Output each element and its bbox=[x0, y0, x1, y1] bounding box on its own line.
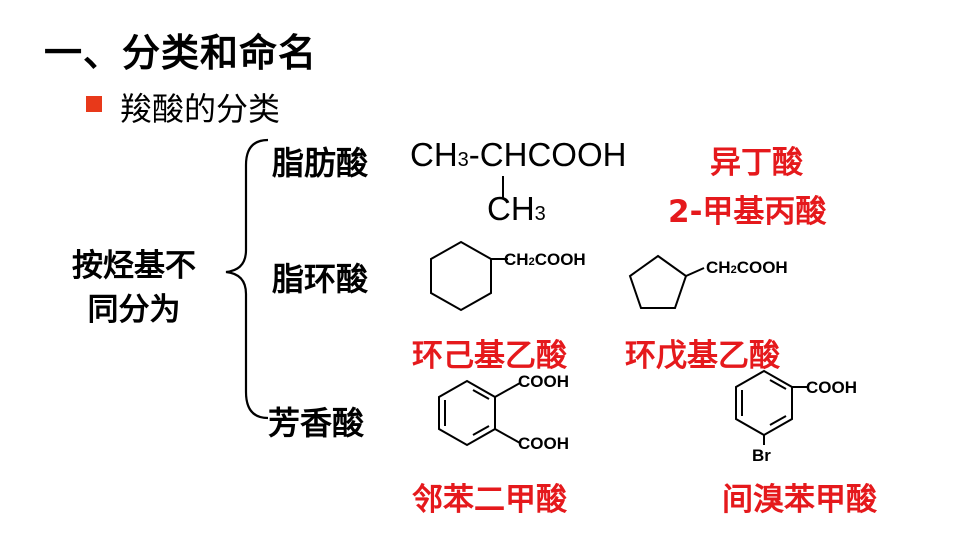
phthalic-bond-top bbox=[494, 382, 521, 398]
phthalic-cooh-bottom: COOH bbox=[518, 434, 569, 453]
name-isobutyric-system: 2-甲基丙酸 bbox=[668, 194, 827, 230]
isobutyric-branch: CH3 bbox=[487, 190, 546, 228]
formula-ch: CH bbox=[410, 136, 458, 173]
cyclohexyl-substituent: CH2COOH bbox=[504, 250, 586, 270]
group-label-line-1: 按烃基不 bbox=[72, 248, 196, 284]
bullet-square-icon bbox=[86, 96, 102, 112]
name-cyclohexylacetic: 环己基乙酸 bbox=[412, 338, 567, 374]
formula-rest: -CHCOOH bbox=[468, 136, 627, 173]
category-aromatic: 芳香酸 bbox=[268, 404, 365, 442]
sub1-ch: CH bbox=[504, 250, 529, 269]
page-title: 一、分类和命名 bbox=[44, 31, 318, 75]
group-label-line-2: 同分为 bbox=[87, 292, 181, 328]
sub1-sub-2: 2 bbox=[528, 256, 535, 268]
phthalic-bond-bottom bbox=[494, 428, 521, 444]
name-bromobenzoic: 间溴苯甲酸 bbox=[722, 482, 877, 518]
cyclopentane-ring bbox=[628, 254, 688, 309]
sub2-cooh: COOH bbox=[736, 258, 788, 277]
group-label: 按烃基不 同分为 bbox=[72, 244, 196, 332]
category-alicyclic: 脂环酸 bbox=[272, 260, 369, 298]
branch-ch: CH bbox=[487, 190, 535, 227]
name-cyclopentylacetic: 环戊基乙酸 bbox=[625, 338, 780, 374]
formula-sub-3: 3 bbox=[457, 149, 469, 171]
cyclopentyl-bond bbox=[685, 267, 705, 277]
curly-brace bbox=[225, 138, 269, 420]
sub1-cooh: COOH bbox=[534, 250, 586, 269]
bullet-text: 羧酸的分类 bbox=[120, 90, 281, 128]
name-isobutyric-common: 异丁酸 bbox=[710, 145, 803, 181]
cyclohexane-ring bbox=[430, 240, 492, 312]
phthalic-cooh-top: COOH bbox=[518, 372, 569, 391]
isobutyric-formula: CH3-CHCOOH bbox=[410, 136, 626, 174]
benzene-ring-1 bbox=[438, 379, 496, 447]
sub2-ch: CH bbox=[706, 258, 731, 277]
cyclopentyl-substituent: CH2COOH bbox=[706, 258, 788, 278]
benzene-ring-2 bbox=[735, 369, 793, 437]
branch-sub-3: 3 bbox=[534, 203, 546, 225]
benzoic-cooh: COOH bbox=[806, 378, 857, 397]
sub2-sub-2: 2 bbox=[730, 264, 737, 276]
bromo-label: Br bbox=[752, 446, 771, 465]
category-aliphatic: 脂肪酸 bbox=[272, 144, 369, 182]
name-phthalic: 邻苯二甲酸 bbox=[412, 482, 567, 518]
